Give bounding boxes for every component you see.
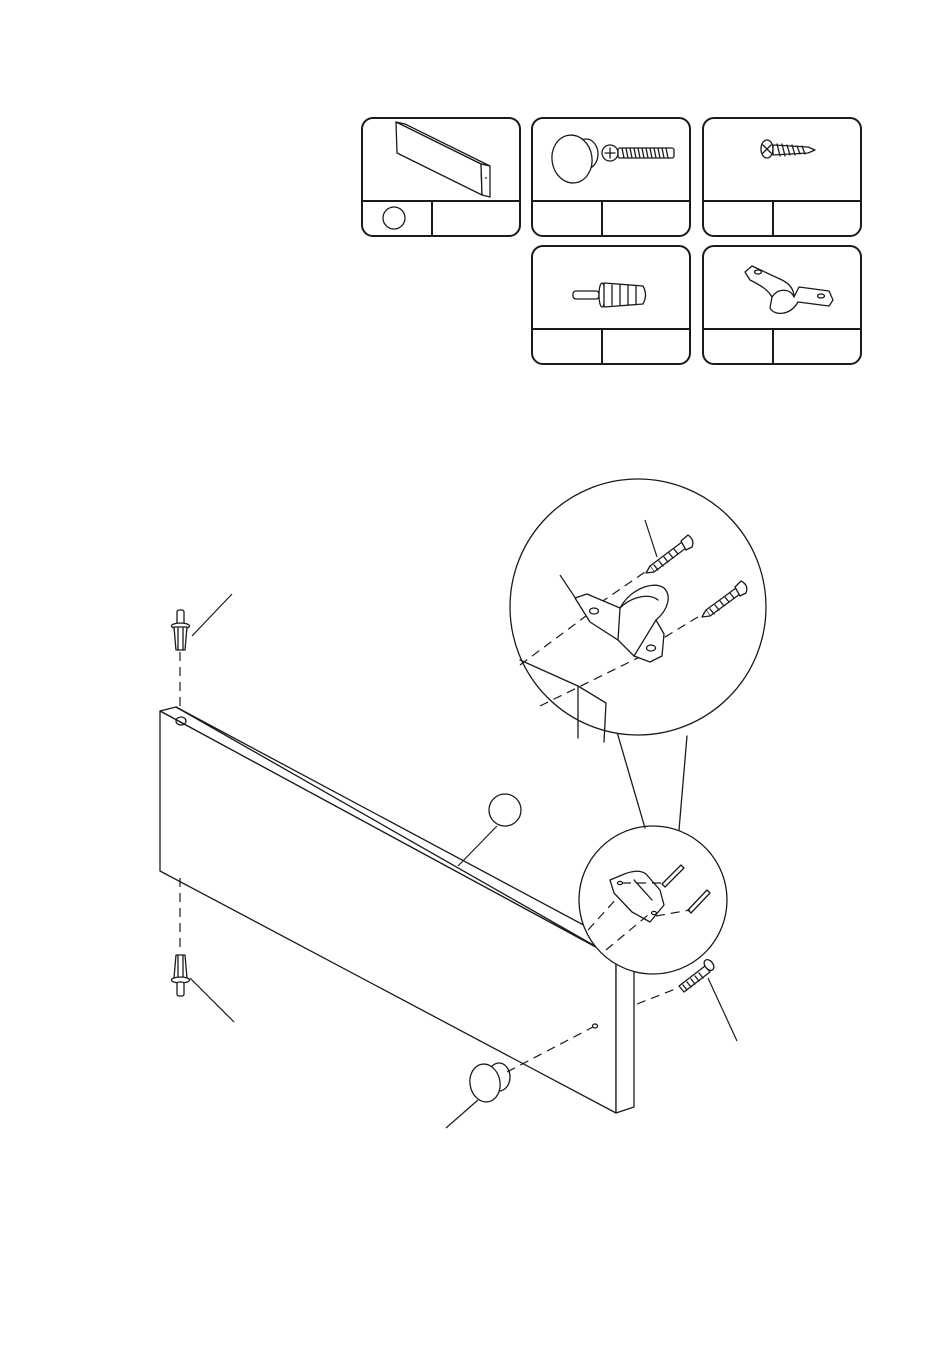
parts-legend: [362, 118, 861, 364]
dowel-icon: [573, 283, 646, 307]
part-card-wood-screw: [703, 118, 861, 236]
detail-circle-large: [510, 479, 766, 742]
part-card-dowel: [532, 246, 690, 364]
detail-circle-small: [579, 826, 727, 974]
bracket-icon: [745, 266, 833, 313]
drawer-front-panel: [160, 707, 634, 1113]
dowel-bottom: [172, 955, 190, 996]
part-card-bracket: [703, 246, 861, 364]
knob-icon: [549, 132, 598, 185]
part-id-circle: [383, 207, 405, 229]
part-card-panel: [362, 118, 520, 236]
knob: [467, 1062, 510, 1105]
panel-icon: [396, 122, 490, 197]
part-card-knob-screw: [532, 118, 690, 236]
machine-screw-icon: [602, 145, 674, 161]
wood-screw-icon: [761, 140, 815, 158]
panel-part-id-circle: [489, 794, 521, 826]
assembly-view: [160, 479, 766, 1128]
dowel-top: [172, 610, 190, 650]
